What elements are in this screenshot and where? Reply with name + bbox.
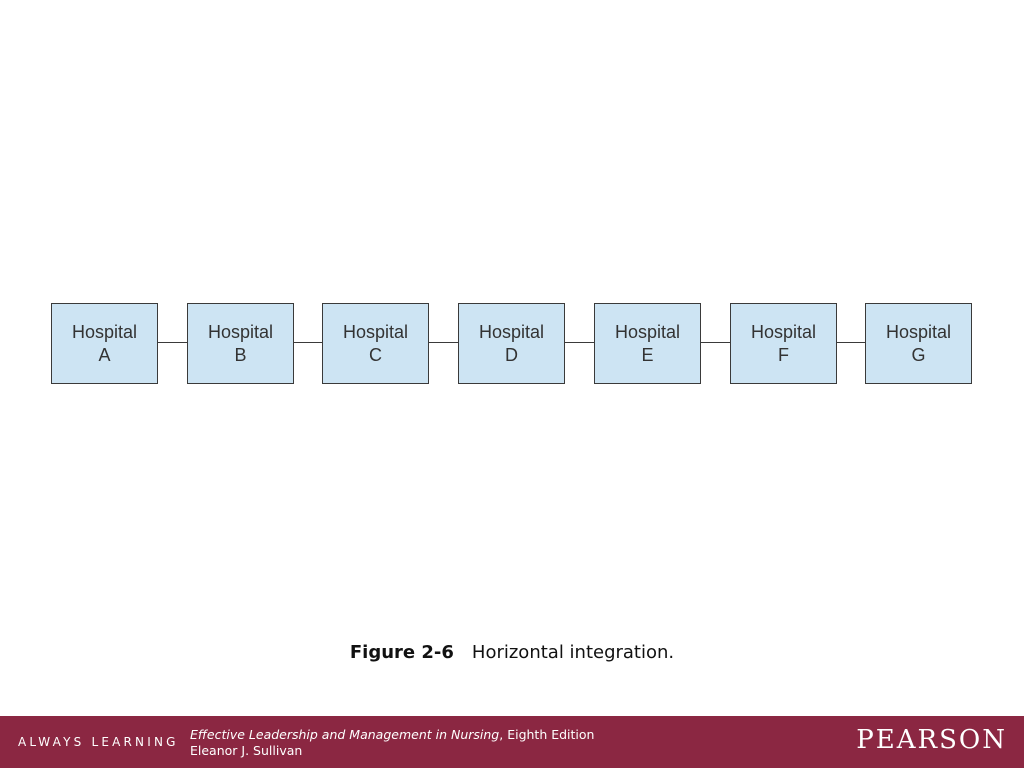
hospital-d-letter: D <box>505 344 518 365</box>
hospital-e-letter: E <box>641 344 654 365</box>
hospital-g-letter: G <box>911 344 926 365</box>
book-info: Effective Leadership and Management in N… <box>190 727 594 759</box>
connector-b-c <box>294 342 322 343</box>
hospital-f-label: Hospital <box>750 321 817 342</box>
connector-c-d <box>429 342 458 343</box>
figure-number: Figure 2-6 <box>349 642 454 663</box>
connector-d-e <box>565 342 594 343</box>
horizontal-integration-diagram: Hospital A Hospital B Hospital C Hospita… <box>51 303 973 384</box>
hospital-c-box: Hospital C <box>322 303 429 384</box>
book-edition: , Eighth Edition <box>499 727 595 742</box>
connector-e-f <box>701 342 730 343</box>
hospital-a-letter: A <box>98 344 111 365</box>
footer-bar: ALWAYS LEARNING Effective Leadership and… <box>0 716 1024 768</box>
hospital-c-label: Hospital <box>342 321 409 342</box>
always-learning-tagline: ALWAYS LEARNING <box>18 735 179 749</box>
hospital-b-label: Hospital <box>207 321 274 342</box>
hospital-f-letter: F <box>778 344 789 365</box>
book-author: Eleanor J. Sullivan <box>190 743 303 758</box>
connector-a-b <box>158 342 187 343</box>
connector-f-g <box>837 342 865 343</box>
book-title: Effective Leadership and Management in N… <box>190 727 500 742</box>
hospital-b-box: Hospital B <box>187 303 294 384</box>
figure-caption-text: Horizontal integration. <box>471 642 675 663</box>
hospital-f-box: Hospital F <box>730 303 837 384</box>
figure-caption: Figure 2-6 Horizontal integration. <box>0 642 1024 663</box>
hospital-g-label: Hospital <box>885 321 952 342</box>
hospital-a-box: Hospital A <box>51 303 158 384</box>
hospital-b-letter: B <box>234 344 247 365</box>
hospital-d-label: Hospital <box>478 321 545 342</box>
pearson-logo: PEARSON <box>856 725 1007 755</box>
hospital-a-label: Hospital <box>71 321 138 342</box>
hospital-e-label: Hospital <box>614 321 681 342</box>
hospital-e-box: Hospital E <box>594 303 701 384</box>
hospital-g-box: Hospital G <box>865 303 972 384</box>
book-title-line: Effective Leadership and Management in N… <box>190 727 594 743</box>
hospital-c-letter: C <box>369 344 382 365</box>
hospital-d-box: Hospital D <box>458 303 565 384</box>
